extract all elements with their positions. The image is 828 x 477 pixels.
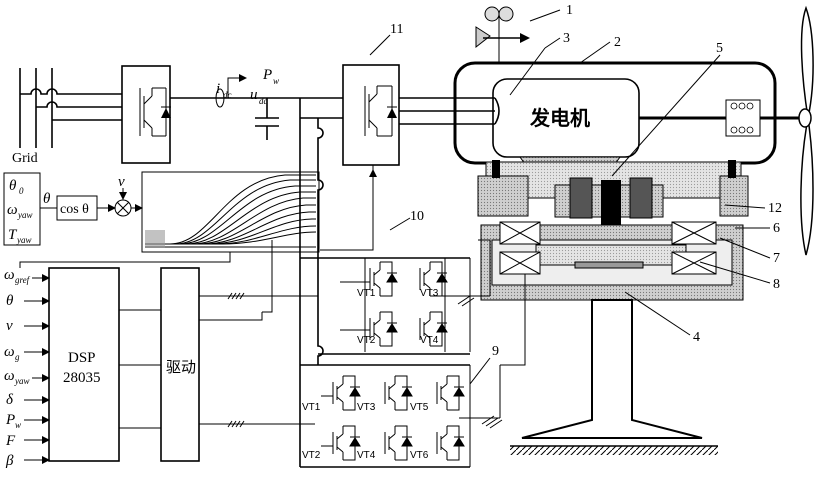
- dsp-input-omega-g: ω: [4, 344, 15, 360]
- driver-block: [119, 240, 318, 461]
- idc-sub: dc: [223, 90, 232, 100]
- switch-vt1-lower: VT1: [302, 402, 321, 413]
- yaw-structure: [478, 160, 748, 455]
- callout-9: 9: [492, 344, 499, 359]
- anemometer-icon: [476, 7, 530, 63]
- callout-12: 12: [768, 201, 782, 216]
- dsp-input-omega-gref: ω: [4, 267, 15, 283]
- grid-side-converter: [122, 66, 171, 163]
- inverter-lower: [321, 274, 525, 467]
- dsp-input-omega-yaw: ω: [4, 368, 15, 384]
- dsp-label-2: 28035: [63, 370, 101, 386]
- svg-text:yaw: yaw: [14, 376, 30, 386]
- callout-6: 6: [773, 221, 780, 236]
- switch-vt4-upper: VT4: [420, 335, 439, 346]
- svg-text:0: 0: [19, 186, 24, 196]
- callout-7: 7: [773, 251, 780, 266]
- svg-text:yaw: yaw: [17, 210, 33, 220]
- callout-1: 1: [566, 3, 573, 18]
- svg-text:yaw: yaw: [16, 235, 32, 245]
- callout-11: 11: [390, 22, 403, 37]
- dsp-input-arrows: [24, 278, 49, 460]
- switch-vt2-upper: VT2: [357, 335, 376, 346]
- callout-4: 4: [693, 330, 700, 345]
- switch-vt5-lower: VT5: [410, 402, 429, 413]
- pw-sub: w: [273, 76, 279, 86]
- grid-lines: [20, 68, 122, 148]
- machine-side-converter: [320, 65, 399, 250]
- rotor-blade: [799, 8, 813, 255]
- callout-10: 10: [410, 209, 424, 224]
- udc-label: u: [250, 87, 258, 103]
- generator-feed: [399, 98, 499, 124]
- pw-label: P: [262, 67, 272, 83]
- input-theta0: θ: [9, 178, 17, 194]
- generator-label: 发电机: [529, 106, 590, 130]
- dsp-input-f: F: [5, 433, 16, 449]
- dsp-input-beta: β: [5, 453, 14, 469]
- svg-text:g: g: [15, 352, 20, 362]
- idc-label: i: [216, 81, 220, 97]
- v-label: v: [118, 174, 125, 190]
- grid-label: Grid: [12, 151, 38, 166]
- callout-3: 3: [563, 31, 570, 46]
- dsp-label-1: DSP: [68, 350, 96, 366]
- svg-text:gref: gref: [15, 275, 31, 285]
- switch-vt3-upper: VT3: [420, 288, 439, 299]
- driver-label: 驱动: [166, 359, 196, 376]
- switch-vt1-upper: VT1: [357, 288, 376, 299]
- nacelle: [455, 63, 805, 178]
- switch-vt3-lower: VT3: [357, 402, 376, 413]
- dsp-input-delta: δ: [6, 392, 14, 408]
- switch-vt4-lower: VT4: [357, 450, 376, 461]
- callout-2: 2: [614, 35, 621, 50]
- svg-text:w: w: [15, 420, 21, 430]
- callout-8: 8: [773, 277, 780, 292]
- switch-vt6-lower: VT6: [410, 450, 429, 461]
- callout-5: 5: [716, 41, 723, 56]
- dsp-input-v: v: [6, 318, 13, 334]
- switch-vt2-lower: VT2: [302, 450, 321, 461]
- cos-label: cos θ: [60, 202, 89, 217]
- theta-label: θ: [43, 191, 51, 207]
- udc-sub: dc: [259, 96, 268, 106]
- dsp-input-pw: P: [5, 412, 15, 428]
- input-omega-yaw: ω: [7, 202, 18, 218]
- dsp-input-theta: θ: [6, 293, 14, 309]
